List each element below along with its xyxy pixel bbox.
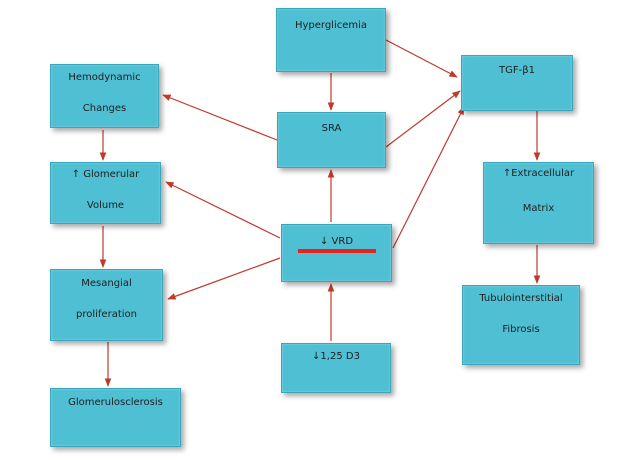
node-label-line1: Tubulointerstitial xyxy=(479,293,563,304)
node-label: ↓ VRD xyxy=(319,236,354,247)
node-hemodynamic-changes: Hemodynamic Changes xyxy=(50,64,159,128)
node-label-line2: Volume xyxy=(86,200,125,211)
node-label: Hyperglicemia xyxy=(294,20,368,31)
node-tgf: TGF-β1 xyxy=(461,55,573,111)
node-hyperglicemia: Hyperglicemia xyxy=(276,8,386,72)
arrow-vrd-to-tgf xyxy=(392,106,465,249)
node-label: SRA xyxy=(321,123,342,134)
node-label-line1: ↑Extracellular xyxy=(502,168,575,179)
node-extracellular-matrix: ↑Extracellular Matrix xyxy=(483,162,594,244)
node-label-line1: Hemodynamic xyxy=(68,72,141,83)
node-vrd: ↓ VRD xyxy=(281,224,392,282)
arrow-vrd-to-glomerular-volume xyxy=(165,181,281,239)
node-label-line2: Matrix xyxy=(522,203,555,214)
node-label: ↓1,25 D3 xyxy=(312,351,360,362)
node-label-line2: Changes xyxy=(82,103,127,114)
node-sra: SRA xyxy=(277,112,386,168)
node-mesangial-proliferation: Mesangial proliferation xyxy=(50,269,163,341)
node-label-line1: ↑ Glomerular xyxy=(71,169,140,180)
arrow-sra-to-tgf xyxy=(385,90,461,148)
node-label-line2: proliferation xyxy=(76,309,137,320)
node-d3: ↓1,25 D3 xyxy=(281,343,391,393)
arrow-vrd-to-mesangial xyxy=(167,257,281,300)
arrow-sra-to-hemodynamic xyxy=(162,94,278,141)
node-label: TGF-β1 xyxy=(499,65,535,76)
node-label-line1: Mesangial xyxy=(81,278,132,289)
node-glomerular-volume: ↑ Glomerular Volume xyxy=(50,162,161,224)
arrow-hyperglicemia-to-tgf xyxy=(385,39,458,78)
node-tubulointerstitial-fibrosis: Tubulointerstitial Fibrosis xyxy=(462,285,580,365)
node-label-line2: Fibrosis xyxy=(502,324,540,335)
node-label: Glomerulosclerosis xyxy=(68,397,163,408)
highlight-underline xyxy=(298,249,376,253)
node-glomerulosclerosis: Glomerulosclerosis xyxy=(50,388,181,447)
